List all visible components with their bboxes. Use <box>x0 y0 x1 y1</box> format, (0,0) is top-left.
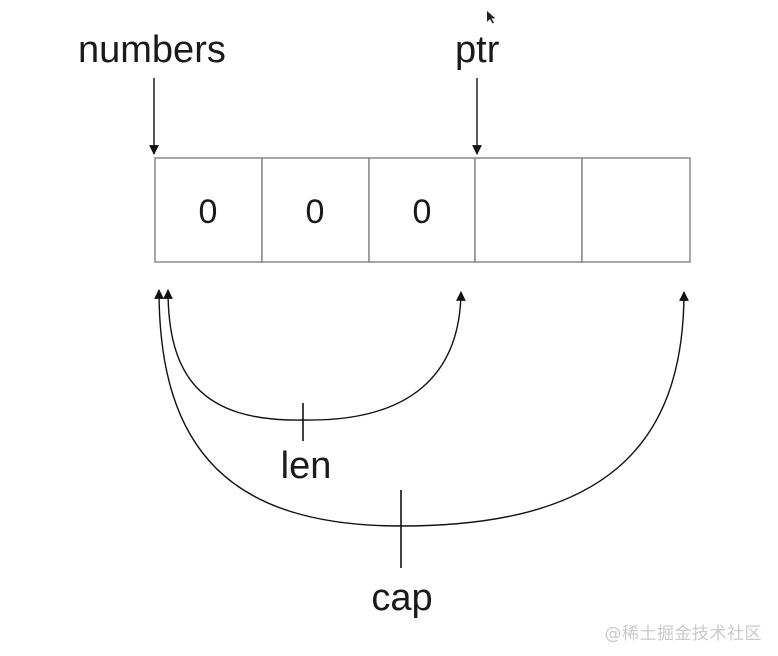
numbers-label: numbers <box>78 29 226 71</box>
array-cell-4 <box>581 157 691 263</box>
cursor-arrow-icon <box>487 11 496 24</box>
len-bracket-arrow <box>163 289 466 421</box>
array-cell-value-2: 0 <box>413 193 432 231</box>
array-cell-1 <box>261 157 370 263</box>
array-cell-0 <box>154 157 263 263</box>
array-cell-2 <box>368 157 476 263</box>
array-cell-3 <box>474 157 583 263</box>
array-cell-value-1: 0 <box>306 193 325 231</box>
array-cell-value-0: 0 <box>199 193 218 231</box>
watermark-text: @稀土掘金技术社区 <box>604 624 762 644</box>
ptr-label: ptr <box>455 29 500 71</box>
cap-label: cap <box>371 577 432 619</box>
array-cells: 0 0 0 <box>154 157 691 263</box>
cap-bracket-arrow <box>154 289 689 527</box>
len-label: len <box>281 445 332 487</box>
